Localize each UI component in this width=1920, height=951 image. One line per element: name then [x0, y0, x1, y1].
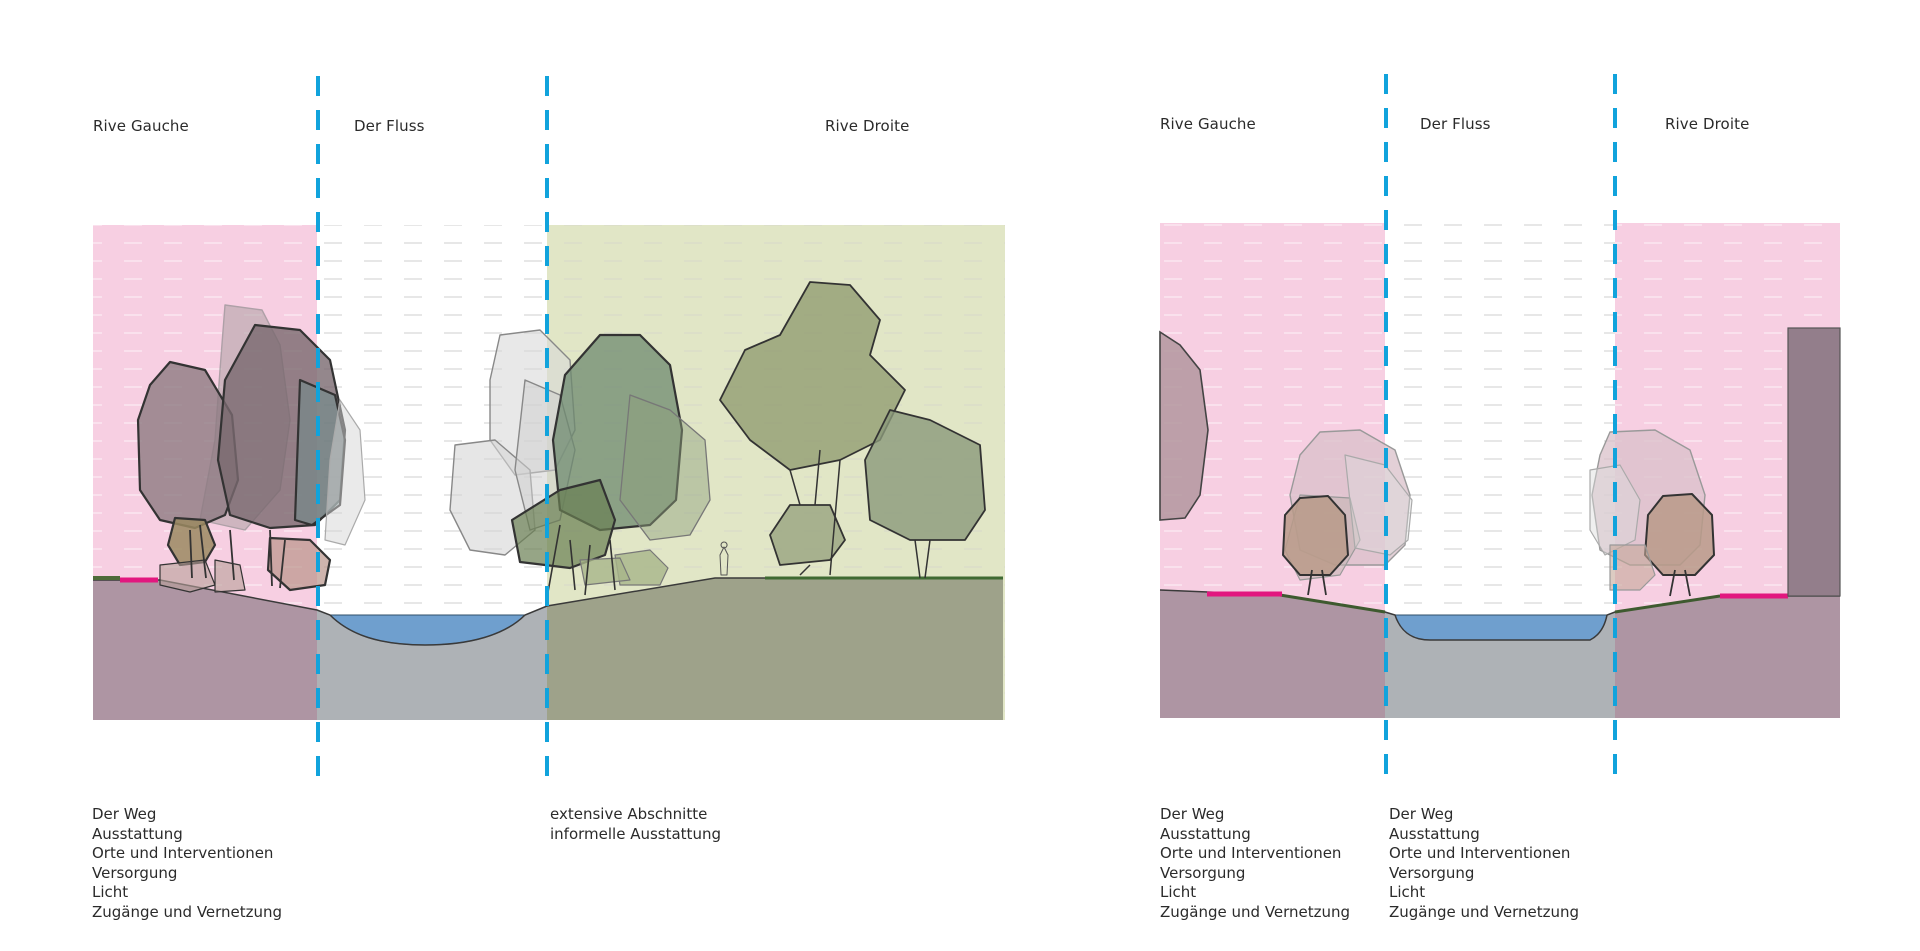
note-item: Der Weg — [1389, 805, 1454, 823]
note-item: extensive Abschnitte — [550, 805, 708, 823]
heading-rive-gauche-right: Rive Gauche — [1160, 115, 1256, 133]
notes-left-section-rive-gauche: Der Weg Ausstattung Orte und Interventio… — [92, 805, 282, 923]
right-rg-trees — [1282, 429, 1413, 596]
left-section — [93, 225, 1005, 720]
note-item: informelle Ausstattung — [550, 824, 721, 843]
far-right-trees — [719, 281, 986, 579]
note-item: Ausstattung — [1389, 824, 1480, 843]
left-ground-rive-droite — [547, 578, 1003, 720]
notes-right-section-fluss: Der Weg Ausstattung Orte und Interventio… — [1389, 805, 1579, 923]
note-item: Orte und Interventionen — [1160, 844, 1342, 863]
right-building — [1787, 327, 1841, 597]
note-item: Licht — [92, 883, 129, 902]
note-item: Licht — [1160, 883, 1197, 902]
note-item: Zugänge und Vernetzung — [92, 902, 283, 921]
note-item: Zugänge und Vernetzung — [1389, 902, 1580, 921]
note-item: Zugänge und Vernetzung — [1160, 902, 1351, 921]
note-item: Der Weg — [1160, 805, 1225, 823]
right-rd-trees — [1589, 429, 1715, 597]
right-bank-trees — [510, 333, 711, 596]
right-river-water — [1394, 614, 1608, 641]
left-bank-trees — [136, 304, 366, 593]
heading-der-fluss-right: Der Fluss — [1420, 115, 1491, 133]
note-item: Licht — [1389, 883, 1426, 902]
note-item: Ausstattung — [92, 824, 183, 843]
note-item: Der Weg — [92, 805, 157, 823]
heading-rive-droite-left: Rive Droite — [825, 117, 910, 135]
note-item: Orte und Interventionen — [92, 844, 274, 863]
right-ground-rive-droite — [1615, 596, 1840, 718]
right-left-edge-tree — [1159, 330, 1209, 521]
right-ground-fluss — [1385, 612, 1615, 718]
note-item: Versorgung — [1160, 863, 1246, 882]
heading-rive-gauche-left: Rive Gauche — [93, 117, 189, 135]
note-item: Versorgung — [1389, 863, 1475, 882]
heading-der-fluss-left: Der Fluss — [354, 117, 425, 135]
left-ground-rive-gauche — [93, 580, 317, 720]
right-ground-rive-gauche — [1160, 590, 1385, 718]
note-item: Orte und Interventionen — [1389, 844, 1571, 863]
notes-left-section-rive-droite: extensive Abschnitte informelle Ausstatt… — [550, 805, 721, 844]
left-ground-fluss — [317, 606, 547, 720]
note-item: Versorgung — [92, 863, 178, 882]
heading-rive-droite-right: Rive Droite — [1665, 115, 1750, 133]
note-item: Ausstattung — [1160, 824, 1251, 843]
right-section — [1159, 223, 1841, 718]
notes-right-section-rive-gauche: Der Weg Ausstattung Orte und Interventio… — [1160, 805, 1350, 923]
